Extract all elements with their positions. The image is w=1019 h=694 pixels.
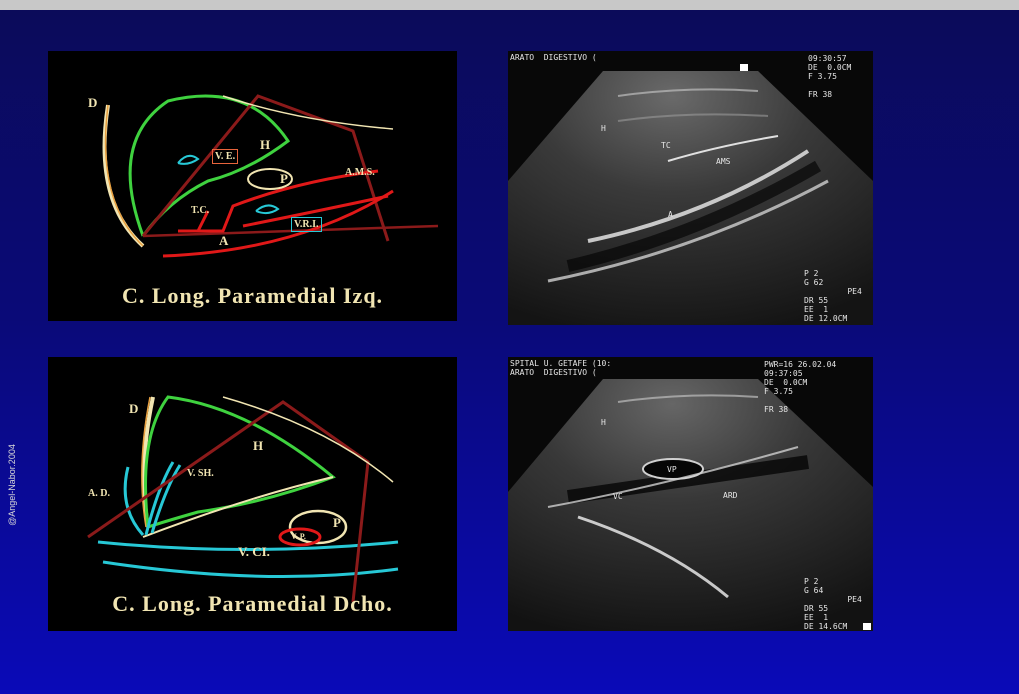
us2-label-vc: VC xyxy=(613,492,623,501)
diagram-drawing xyxy=(48,51,457,321)
label-p-2: P xyxy=(333,515,341,531)
label-d-2: D xyxy=(129,401,138,417)
label-ad: A. D. xyxy=(88,488,110,499)
us2-header-right: PWR=16 26.02.04 09:37:05 DE 0.0CM F 3.75… xyxy=(764,360,836,414)
ultrasound-image-top: ARATO DIGESTIVO ( 09:30:57 DE 0.0CM F 3.… xyxy=(508,51,873,325)
caption-left-bottom: C. Long. Paramedial Dcho. xyxy=(48,591,457,617)
copyright-text: @Angel-Nabor.2004 xyxy=(7,435,17,535)
us2-label-vp: VP xyxy=(667,465,677,474)
label-h-2: H xyxy=(253,438,263,454)
label-vp: V. P. xyxy=(291,532,306,541)
us-footer: P 2 G 62 PE4 DR 55 EE 1 DE 12.0CM xyxy=(804,269,862,323)
label-tc: T.C. xyxy=(191,205,209,216)
us-label-h: H xyxy=(601,124,606,133)
us-label-ams: AMS xyxy=(716,157,730,166)
label-h: H xyxy=(260,137,270,153)
label-d: D xyxy=(88,95,97,111)
diagram-right-paramedial: D H V. SH. A. D. P V. P. V. CI. C. Long.… xyxy=(48,357,457,631)
label-vci: V. CI. xyxy=(238,544,270,560)
label-vri: V.R.I. xyxy=(291,217,322,232)
us-label-a: A xyxy=(668,210,673,219)
us2-header-left: SPITAL U. GETAFE (10: ARATO DIGESTIVO ( xyxy=(510,359,611,377)
us2-label-h: H xyxy=(601,418,606,427)
us-label-tc: TC xyxy=(661,141,671,150)
us2-label-ard: ARD xyxy=(723,491,737,500)
label-vsh: V. SH. xyxy=(187,468,214,479)
label-a: A xyxy=(219,233,228,249)
label-ve: V. E. xyxy=(212,149,238,164)
ultrasound-image-bottom: SPITAL U. GETAFE (10: ARATO DIGESTIVO ( … xyxy=(508,357,873,631)
label-ams: A.M.S. xyxy=(345,167,375,178)
us-header-left: ARATO DIGESTIVO ( xyxy=(510,53,597,62)
diagram-left-paramedial: D H V. E. P A.M.S. T.C. A V.R.I. C. Long… xyxy=(48,51,457,321)
us-header-right: 09:30:57 DE 0.0CM F 3.75 FR 38 xyxy=(808,54,851,99)
label-p: P xyxy=(280,171,288,187)
us2-footer: P 2 G 64 PE4 DR 55 EE 1 DE 14.6CM xyxy=(804,577,862,631)
caption-left-top: C. Long. Paramedial Izq. xyxy=(48,283,457,309)
